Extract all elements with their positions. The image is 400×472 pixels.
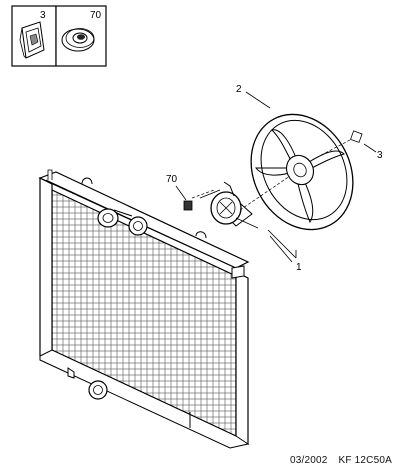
inset-grommet-box: 70 [55,5,107,67]
callout-clip: 3 [377,150,383,161]
leader-lines [175,91,377,263]
grommet-part [183,200,193,211]
grommet-ring-icon [61,28,95,52]
clip-icon [19,21,45,59]
fan-motor [210,181,259,229]
callout-fan-shroud: 2 [236,84,242,95]
inset-clip-number: 3 [40,10,46,21]
callout-grommet: 70 [166,174,178,185]
lower-hose-neck [67,367,108,400]
radiator [38,169,250,449]
clip-part [350,130,363,143]
upper-hose-neck [97,208,148,236]
callout-fan-assembly: 1 [296,262,302,273]
inset-clip-box: 3 [11,5,57,67]
inset-grommet-number: 70 [90,10,102,21]
footer-date: 03/2002 [289,455,328,466]
fan-shroud [250,113,354,231]
footer-reference: KF 12C50A [338,455,392,466]
fan-blades [254,129,345,224]
dashed-assembly-lines [191,139,351,211]
diagram-footer: 03/2002 KF 12C50A [0,455,392,466]
